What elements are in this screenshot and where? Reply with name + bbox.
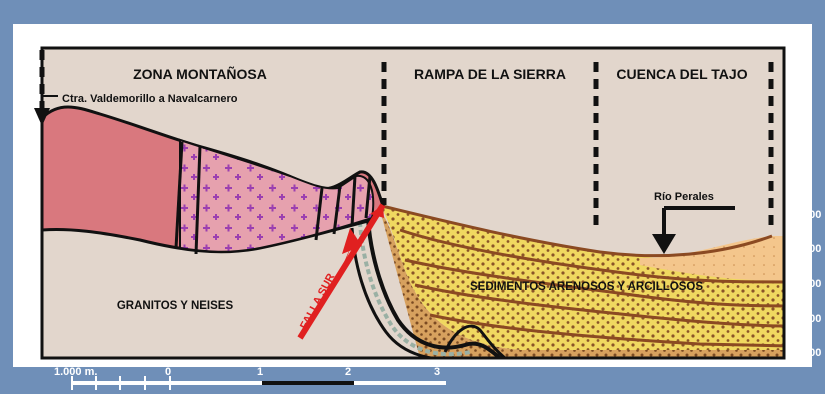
scale-unit-label: 1.000 m. — [54, 366, 97, 378]
scale-bar — [72, 376, 446, 390]
sediment-label: SEDIMENTOS ARENOSOS Y ARCILLOSOS — [470, 281, 703, 293]
elevation-tick-500: 500 — [803, 278, 821, 290]
scale-tick-1: 1 — [257, 366, 263, 378]
scale-tick-0: 0 — [165, 366, 171, 378]
zone-label-basin: CUENCA DEL TAJO — [616, 66, 747, 82]
scale-tick-2: 2 — [345, 366, 351, 378]
granite-label: GRANITOS Y NEISES — [117, 300, 234, 312]
orientation-right: SE — [762, 33, 780, 48]
zone-label-mountain: ZONA MONTAÑOSA — [133, 65, 267, 82]
road-label: Ctra. Valdemorillo a Navalcarnero — [62, 93, 238, 105]
elevation-tick-300: 300 — [803, 347, 821, 359]
scale-tick-3: 3 — [434, 366, 440, 378]
elevation-tick-600: 600 — [803, 243, 821, 255]
elevation-tick-400: 400 — [803, 313, 821, 325]
elevation-tick-700: 700 — [803, 209, 821, 221]
orientation-left: NO — [22, 33, 42, 48]
scale-tick-labels: 1.000 m. 0 1 2 3 — [54, 366, 440, 378]
river-label: Río Perales — [654, 191, 714, 203]
zone-label-ramp: RAMPA DE LA SIERRA — [414, 66, 566, 82]
